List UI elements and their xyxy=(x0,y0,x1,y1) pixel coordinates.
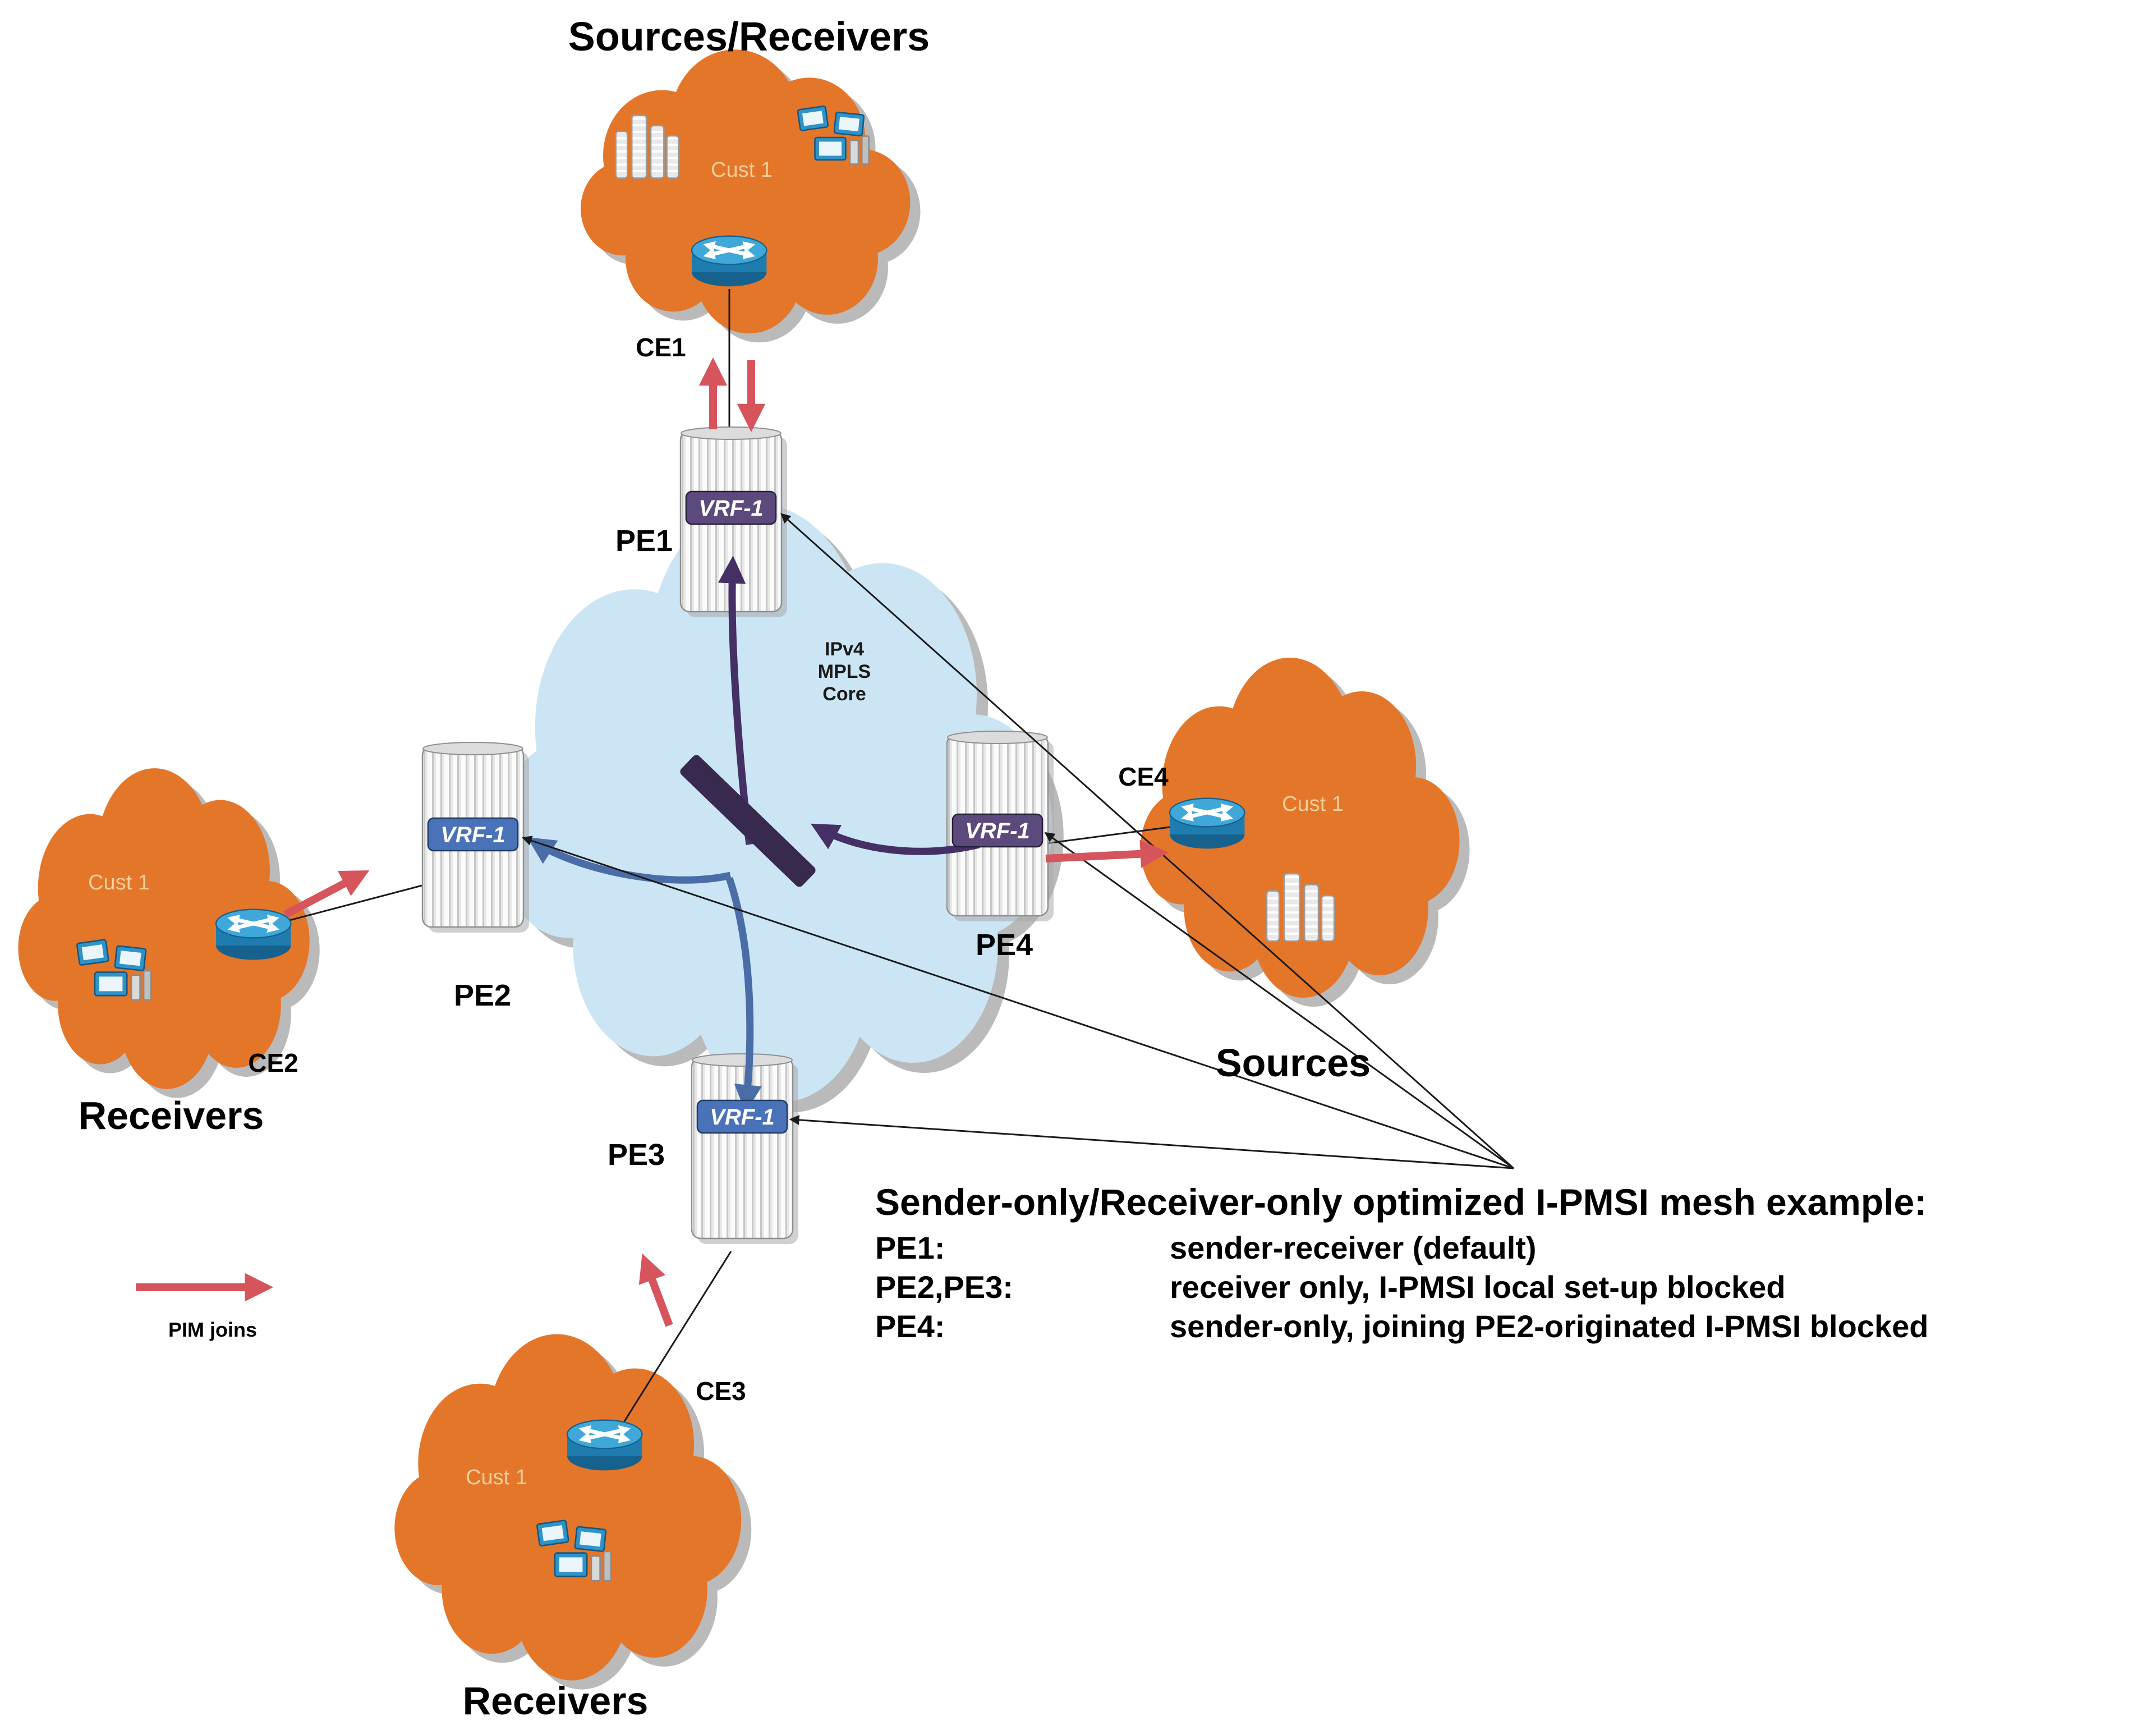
top-title: Sources/Receivers xyxy=(568,15,930,59)
pe2-label: PE2 xyxy=(454,979,511,1012)
cust1-label-top: Cust 1 xyxy=(711,158,773,182)
cust1-label-right: Cust 1 xyxy=(1282,792,1344,816)
block-bar xyxy=(680,755,816,887)
ce1-label: CE1 xyxy=(636,333,686,362)
pe4-label: PE4 xyxy=(976,928,1033,962)
core-label-line1: IPv4 xyxy=(825,639,864,660)
note-row3-key: PE4: xyxy=(875,1309,945,1344)
vrf-badge-pe4: VRF-1 xyxy=(951,813,1043,848)
vrf-badge-pe1-label: VRF-1 xyxy=(698,496,764,521)
ce1-router-icon xyxy=(692,236,766,287)
vrf-badge-pe3-label: VRF-1 xyxy=(710,1105,775,1130)
annotation-line-pe2-vrf xyxy=(521,836,1514,1169)
vrf-badge-pe1: VRF-1 xyxy=(685,490,777,525)
vrf-badge-pe2-label: VRF-1 xyxy=(440,823,505,847)
vrf-badge-pe2: VRF-1 xyxy=(427,817,519,852)
vrf-badge-pe4-label: VRF-1 xyxy=(965,819,1030,843)
note-title: Sender-only/Receiver-only optimized I-PM… xyxy=(875,1181,1927,1223)
pim-arrow-ce2-to-pe2 xyxy=(283,870,370,919)
cloud-top-cust1 xyxy=(581,49,911,334)
core-label-line2: MPLS xyxy=(818,661,871,682)
ce2-router-icon xyxy=(216,910,291,960)
ce3-router-icon xyxy=(567,1420,642,1471)
annotation-line-pe3-vrf xyxy=(789,1114,1514,1169)
ce3-label: CE3 xyxy=(696,1376,746,1406)
ce2-label: CE2 xyxy=(248,1048,298,1077)
tunnel-arrow-core-to-pe2 xyxy=(527,837,732,884)
pe3-label: PE3 xyxy=(608,1138,665,1172)
note-row2-value: receiver only, I-PMSI local set-up block… xyxy=(1170,1269,1786,1305)
ce4-label: CE4 xyxy=(1118,762,1169,791)
pim-arrow-pe4-to-ce4 xyxy=(1045,839,1169,868)
link-pe4-ce4 xyxy=(1042,825,1179,845)
tunnel-arrow-pe4-to-core xyxy=(811,823,980,855)
note-row1-value: sender-receiver (default) xyxy=(1170,1230,1537,1265)
annotation-line-pe4-vrf xyxy=(1044,832,1514,1169)
sources-right-label: Sources xyxy=(1216,1041,1371,1085)
link-ce3-pe3 xyxy=(614,1251,732,1437)
ce4-router-icon xyxy=(1170,799,1244,849)
link-ce2-pe2 xyxy=(268,877,450,927)
pim-arrow-ce3-to-pe3 xyxy=(638,1253,673,1327)
receivers-left-label: Receivers xyxy=(79,1094,264,1137)
cust1-label-left: Cust 1 xyxy=(88,871,150,894)
pe1-label: PE1 xyxy=(615,524,673,558)
note-row3-value: sender-only, joining PE2-originated I-PM… xyxy=(1170,1309,1928,1344)
note-row1-key: PE1: xyxy=(875,1230,945,1265)
cust1-label-bottom: Cust 1 xyxy=(466,1466,527,1489)
vrf-badge-pe3: VRF-1 xyxy=(696,1099,788,1134)
cloud-bottom-cust1 xyxy=(394,1334,742,1681)
note-row2-key: PE2,PE3: xyxy=(875,1269,1013,1305)
receivers-bottom-label: Receivers xyxy=(463,1679,649,1723)
pim-joins-legend-label: PIM joins xyxy=(168,1318,257,1341)
core-label-line3: Core xyxy=(822,683,866,705)
